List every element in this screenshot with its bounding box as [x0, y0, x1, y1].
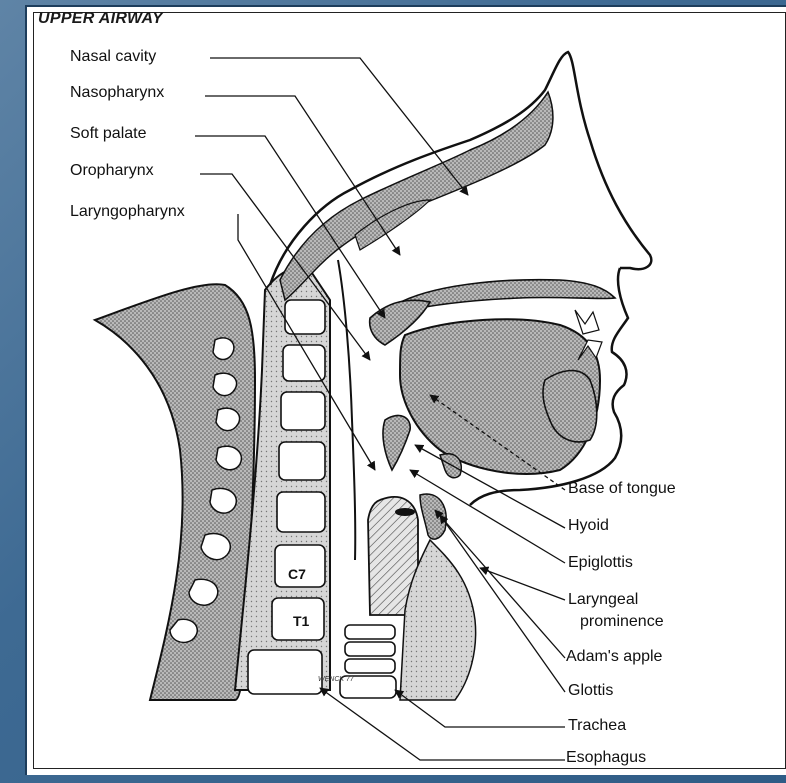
nasal-bone-stipple — [280, 92, 553, 300]
glottis-opening — [395, 508, 415, 516]
tracheal-rings — [340, 625, 396, 698]
vertebra-label-c7: C7 — [288, 566, 306, 582]
artist-signature: WENCK 77 — [318, 676, 354, 683]
vertebra-label-t1: T1 — [293, 613, 309, 629]
hard-palate — [395, 280, 615, 312]
epiglottis — [383, 415, 410, 470]
hyoid-bone — [440, 454, 461, 478]
pharyngeal-wall — [338, 260, 355, 560]
thyroid-cartilage — [420, 494, 446, 539]
upper-teeth — [575, 310, 599, 334]
